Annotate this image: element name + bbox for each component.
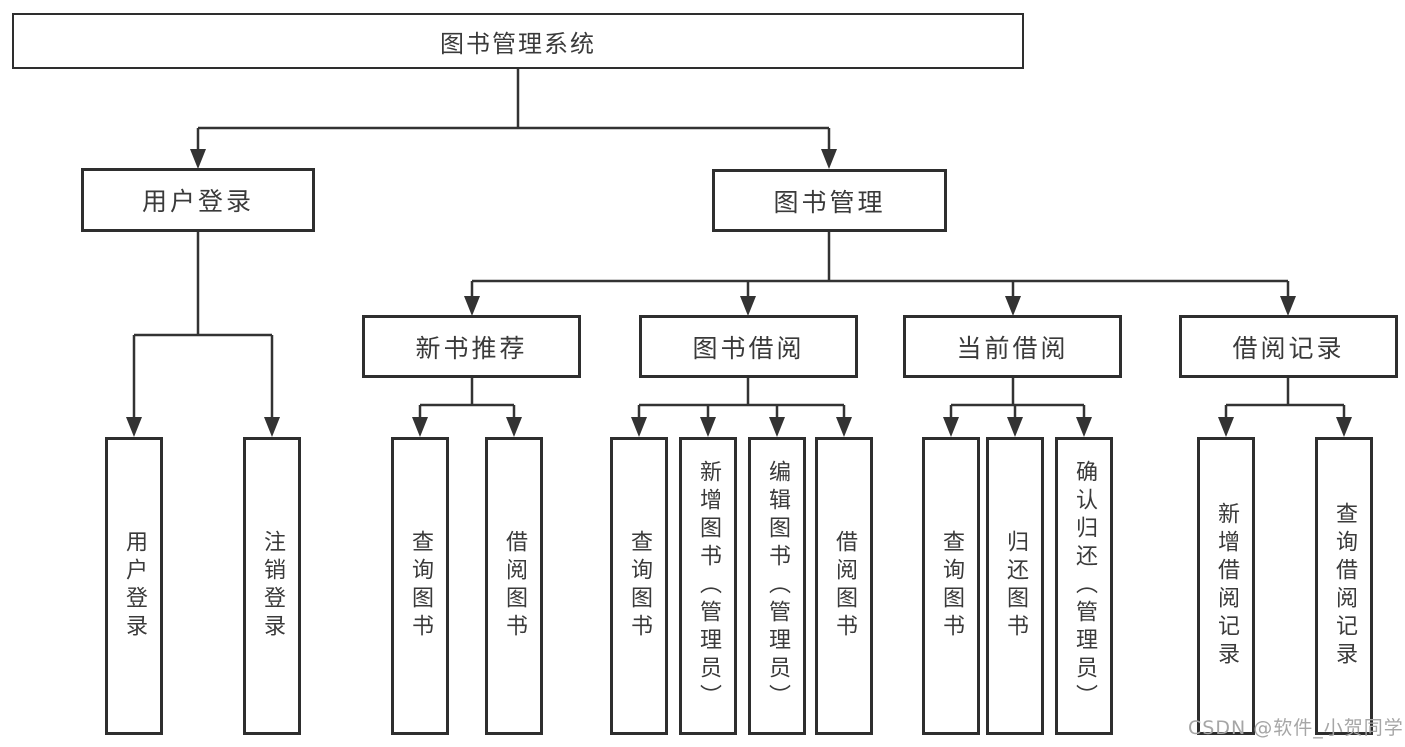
node-current-borrowing: 当前借阅 <box>903 315 1122 378</box>
leaf-query-borrow-record-label: 查询借阅记录 <box>1332 502 1357 670</box>
node-borrowing-records: 借阅记录 <box>1179 315 1398 378</box>
leaf-add-book-admin: 新增图书（管理员） <box>679 437 737 735</box>
leaf-user-login: 用户登录 <box>105 437 163 735</box>
leaf-query-books-borrowing: 查询图书 <box>610 437 668 735</box>
leaf-add-borrow-record-label: 新增借阅记录 <box>1214 502 1239 670</box>
leaf-query-books-current: 查询图书 <box>922 437 980 735</box>
leaf-logout: 注销登录 <box>243 437 301 735</box>
leaf-borrow-books-recommend-label: 借阅图书 <box>502 530 527 642</box>
leaf-query-books-recommend: 查询图书 <box>391 437 449 735</box>
node-new-book-recommend: 新书推荐 <box>362 315 581 378</box>
leaf-return-book: 归还图书 <box>986 437 1044 735</box>
leaf-confirm-return-admin: 确认归还（管理员） <box>1055 437 1113 735</box>
leaf-query-borrow-record: 查询借阅记录 <box>1315 437 1373 735</box>
leaf-user-login-label: 用户登录 <box>122 530 147 642</box>
leaf-query-books-borrowing-label: 查询图书 <box>627 530 652 642</box>
leaf-query-books-current-label: 查询图书 <box>939 530 964 642</box>
leaf-confirm-return-admin-label: 确认归还（管理员） <box>1072 460 1097 712</box>
leaf-add-borrow-record: 新增借阅记录 <box>1197 437 1255 735</box>
node-library-management-system: 图书管理系统 <box>12 13 1024 69</box>
arrowheads <box>126 149 1352 437</box>
leaf-borrow-books-label: 借阅图书 <box>832 530 857 642</box>
leaf-borrow-books-recommend: 借阅图书 <box>485 437 543 735</box>
node-book-borrowing: 图书借阅 <box>639 315 858 378</box>
node-user-login: 用户登录 <box>81 168 315 232</box>
leaf-edit-book-admin: 编辑图书（管理员） <box>748 437 806 735</box>
node-book-management: 图书管理 <box>712 169 947 232</box>
leaf-logout-label: 注销登录 <box>260 530 285 642</box>
leaf-add-book-admin-label: 新增图书（管理员） <box>696 460 721 712</box>
leaf-edit-book-admin-label: 编辑图书（管理员） <box>765 460 790 712</box>
watermark: CSDN @软件_小贺同学 <box>1188 717 1404 739</box>
leaf-return-book-label: 归还图书 <box>1003 530 1028 642</box>
leaf-borrow-books: 借阅图书 <box>815 437 873 735</box>
leaf-query-books-recommend-label: 查询图书 <box>408 530 433 642</box>
